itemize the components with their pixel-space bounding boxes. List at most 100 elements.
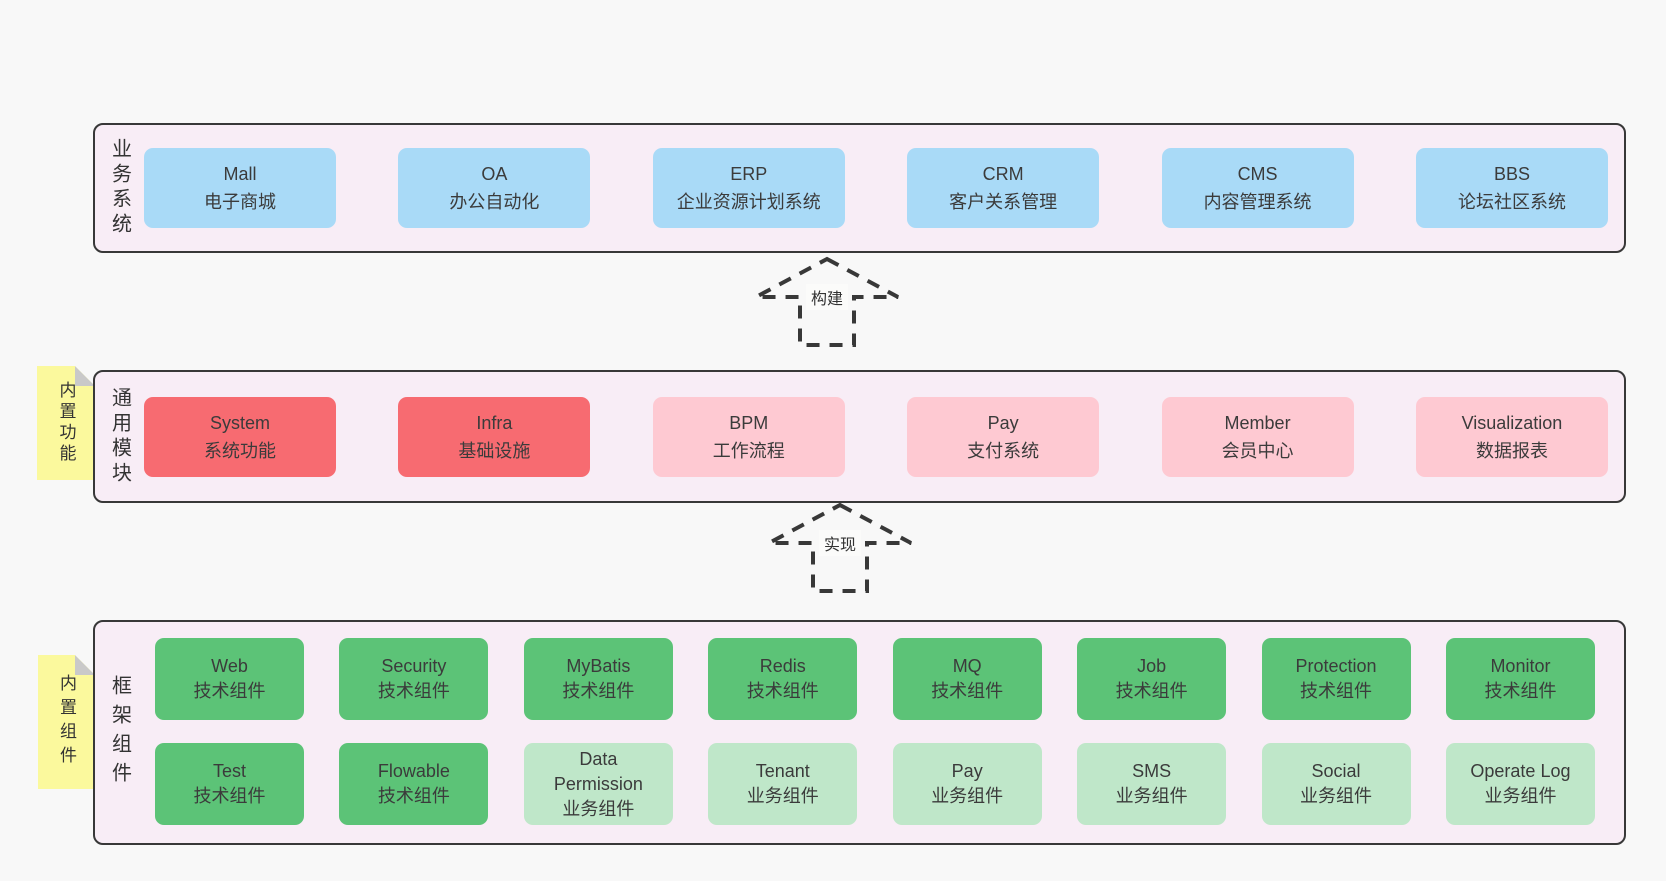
arrow-implement: 实现 bbox=[760, 502, 920, 594]
box-title: BPM bbox=[729, 412, 769, 433]
section-label-business-systems: 业务系统 bbox=[108, 138, 131, 238]
box-social: Social 业务组件 bbox=[1261, 743, 1411, 825]
box-mq: MQ 技术组件 bbox=[892, 638, 1042, 720]
box-subtitle: 业务组件 bbox=[1300, 786, 1373, 806]
box-title: Data Permission bbox=[553, 748, 643, 794]
box-title: MQ bbox=[952, 656, 982, 676]
box-title: ERP bbox=[730, 164, 768, 184]
arrow-implement-label: 实现 bbox=[818, 530, 862, 556]
box-visualization: Visualization 数据报表 bbox=[1415, 396, 1608, 477]
box-title: Security bbox=[381, 656, 447, 676]
box-title: Pay bbox=[987, 412, 1019, 433]
box-subtitle: 系统功能 bbox=[204, 440, 276, 461]
box-subtitle: 会员中心 bbox=[1221, 440, 1294, 461]
up-arrow-icon bbox=[768, 502, 912, 593]
box-title: Redis bbox=[759, 656, 806, 676]
box-subtitle: 技术组件 bbox=[193, 786, 266, 806]
box-mall: Mall 电子商城 bbox=[144, 148, 336, 228]
box-subtitle: 技术组件 bbox=[562, 681, 635, 701]
box-pay: Pay 支付系统 bbox=[907, 396, 1100, 477]
box-subtitle: 技术组件 bbox=[377, 681, 450, 701]
box-title: Pay bbox=[951, 761, 983, 781]
box-title: Test bbox=[212, 761, 246, 781]
box-title: BBS bbox=[1493, 164, 1530, 184]
box-subtitle: 技术组件 bbox=[931, 681, 1004, 701]
note-built-in-components: 内置组件 bbox=[38, 655, 95, 789]
box-title: Mall bbox=[223, 164, 257, 184]
box-subtitle: 技术组件 bbox=[746, 681, 819, 701]
box-subtitle: 技术组件 bbox=[193, 681, 266, 701]
box-title: System bbox=[209, 412, 270, 433]
box-title: Flowable bbox=[377, 761, 450, 781]
arrow-build: 构建 bbox=[747, 256, 907, 348]
box-subtitle: 技术组件 bbox=[1115, 681, 1188, 701]
box-subtitle: 数据报表 bbox=[1475, 440, 1548, 461]
note-built-in-components-label: 内置组件 bbox=[57, 674, 76, 770]
box-tenant: Tenant 业务组件 bbox=[708, 743, 858, 825]
box-title: Monitor bbox=[1490, 656, 1551, 676]
box-subtitle: 业务组件 bbox=[562, 798, 635, 819]
box-subtitle: 办公自动化 bbox=[449, 192, 540, 212]
box-subtitle: 论坛社区系统 bbox=[1457, 192, 1566, 212]
box-system: System 系统功能 bbox=[144, 396, 336, 477]
box-redis: Redis 技术组件 bbox=[708, 638, 858, 720]
box-mybatis: MyBatis 技术组件 bbox=[523, 638, 673, 720]
folded-corner-icon bbox=[75, 366, 95, 386]
section-label-framework-components: 框架组件 bbox=[108, 674, 131, 791]
box-cms: CMS 内容管理系统 bbox=[1161, 148, 1354, 228]
box-title: Infra bbox=[476, 412, 513, 433]
box-member: Member 会员中心 bbox=[1161, 396, 1354, 477]
box-bbs: BBS 论坛社区系统 bbox=[1415, 148, 1608, 228]
box-title: Web bbox=[211, 656, 248, 676]
box-erp: ERP 企业资源计划系统 bbox=[652, 148, 845, 228]
box-data-permission: Data Permission 业务组件 bbox=[523, 743, 673, 825]
box-title: Tenant bbox=[755, 761, 810, 781]
box-title: Social bbox=[1311, 761, 1361, 781]
box-crm: CRM 客户关系管理 bbox=[907, 148, 1100, 228]
box-title: CMS bbox=[1237, 164, 1278, 184]
box-subtitle: 技术组件 bbox=[1300, 681, 1373, 701]
box-test: Test 技术组件 bbox=[155, 743, 304, 825]
box-bpm: BPM 工作流程 bbox=[652, 396, 845, 477]
box-security: Security 技术组件 bbox=[339, 638, 489, 720]
box-subtitle: 企业资源计划系统 bbox=[676, 192, 821, 212]
note-built-in-features: 内置功能 bbox=[37, 366, 95, 480]
box-title: Visualization bbox=[1461, 412, 1563, 433]
note-built-in-features-label: 内置功能 bbox=[56, 381, 76, 465]
box-subtitle: 业务组件 bbox=[1115, 786, 1188, 806]
box-pay: Pay 业务组件 bbox=[892, 743, 1042, 825]
box-title: SMS bbox=[1132, 761, 1172, 781]
up-arrow-icon bbox=[755, 256, 899, 347]
box-subtitle: 支付系统 bbox=[967, 440, 1040, 461]
box-subtitle: 业务组件 bbox=[746, 786, 819, 806]
box-title: Job bbox=[1137, 656, 1167, 676]
section-label-common-modules: 通用模块 bbox=[108, 386, 131, 487]
box-subtitle: 内容管理系统 bbox=[1203, 192, 1312, 212]
arrow-build-label: 构建 bbox=[805, 284, 849, 310]
box-subtitle: 业务组件 bbox=[931, 786, 1004, 806]
box-web: Web 技术组件 bbox=[155, 638, 304, 720]
box-protection: Protection 技术组件 bbox=[1261, 638, 1411, 720]
folded-corner-icon bbox=[75, 655, 95, 675]
box-subtitle: 客户关系管理 bbox=[949, 192, 1058, 212]
box-title: Operate Log bbox=[1470, 761, 1571, 781]
box-subtitle: 电子商城 bbox=[204, 192, 276, 212]
box-title: Protection bbox=[1295, 656, 1377, 676]
box-subtitle: 技术组件 bbox=[377, 786, 450, 806]
box-subtitle: 工作流程 bbox=[712, 440, 785, 461]
box-title: Member bbox=[1224, 412, 1291, 433]
box-flowable: Flowable 技术组件 bbox=[339, 743, 489, 825]
box-title: MyBatis bbox=[566, 656, 631, 676]
box-title: CRM bbox=[982, 164, 1024, 184]
